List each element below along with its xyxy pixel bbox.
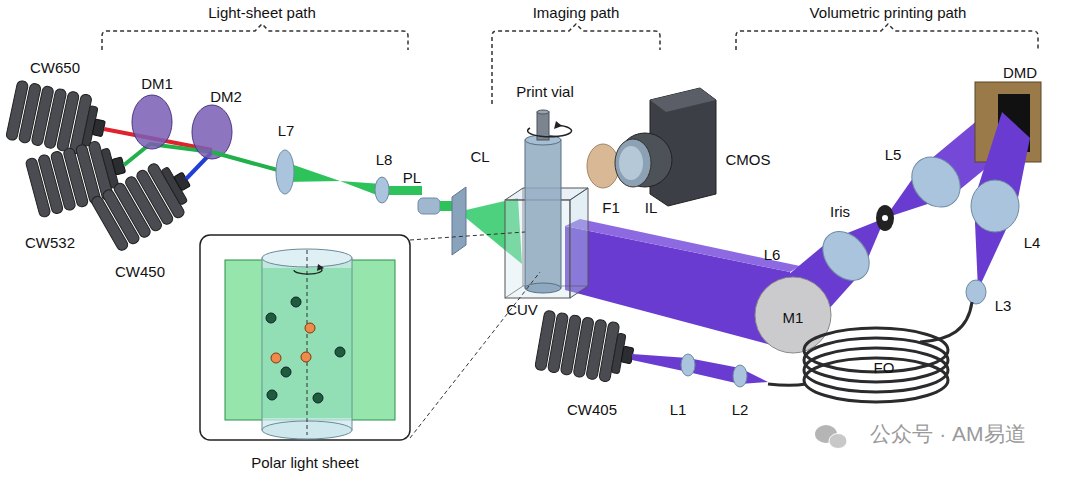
watermark: 公众号 · AM易道 xyxy=(870,422,1025,445)
component-label: L5 xyxy=(885,147,902,164)
component-label: DMD xyxy=(1003,65,1037,82)
component-label: PL xyxy=(403,170,421,187)
component-label: L2 xyxy=(732,402,749,419)
component-label: CW450 xyxy=(115,264,165,281)
component-label: CUV xyxy=(506,302,538,319)
component-label: L6 xyxy=(764,247,781,264)
component-label: DM1 xyxy=(141,76,173,93)
component-label: L7 xyxy=(278,123,295,140)
path-heading: Volumetric printing path xyxy=(810,5,967,22)
inset-panel: Polar light sheet xyxy=(198,233,412,473)
component-label: F1 xyxy=(602,200,620,217)
component-label: CMOS xyxy=(726,152,771,169)
component-label: CW532 xyxy=(25,235,75,252)
panel-caption: Polar light sheet xyxy=(198,454,412,471)
component-label: L3 xyxy=(995,298,1012,315)
path-heading: Light-sheet path xyxy=(208,5,316,22)
component-label: DM2 xyxy=(210,89,242,106)
component-label: Iris xyxy=(830,204,850,221)
component-label: M1 xyxy=(783,310,804,327)
component-label: L8 xyxy=(376,152,393,169)
component-label: CL xyxy=(470,149,489,166)
component-label: L4 xyxy=(1024,235,1041,252)
component-label: L1 xyxy=(670,402,687,419)
path-heading: Imaging path xyxy=(533,5,620,22)
component-label: CW650 xyxy=(30,60,80,77)
component-label: FO xyxy=(874,360,895,377)
component-label: Print vial xyxy=(516,84,574,101)
component-label: CW405 xyxy=(567,402,617,419)
component-label: IL xyxy=(645,200,658,217)
